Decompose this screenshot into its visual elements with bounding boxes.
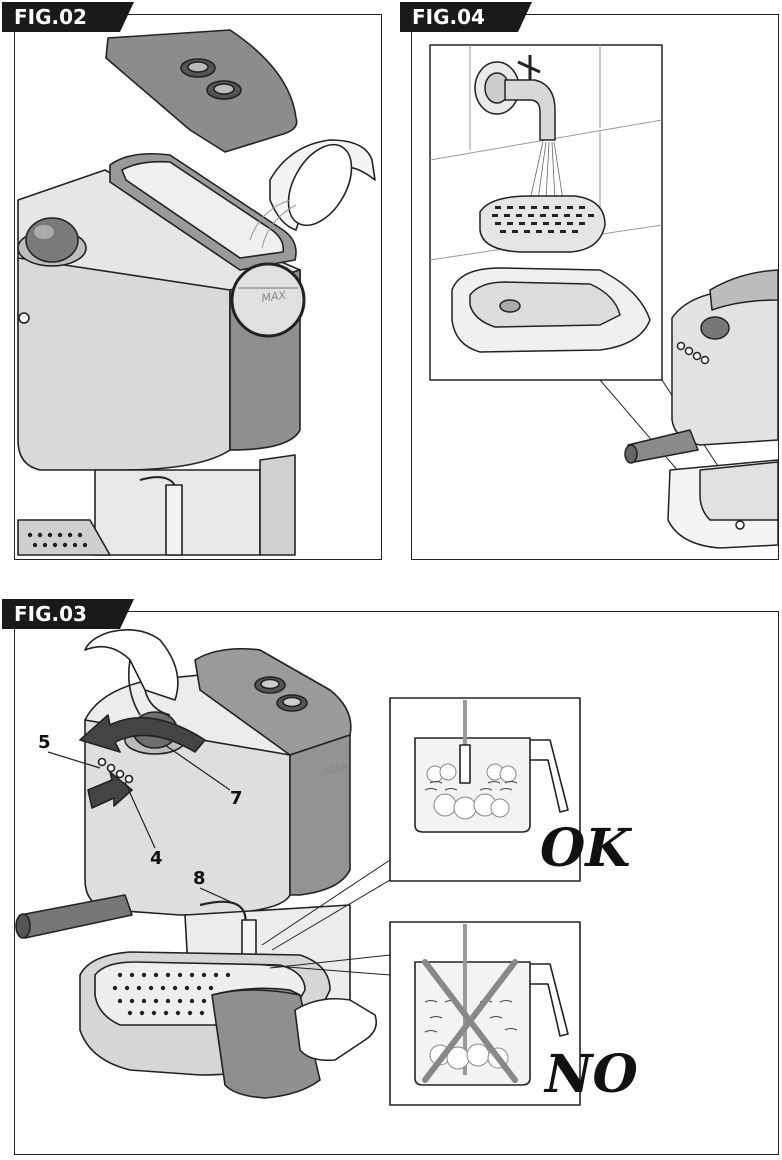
callout-8: 8	[193, 868, 206, 889]
fig04-cleaning-illustration	[429, 44, 778, 549]
callout-7: 7	[230, 788, 243, 809]
fig03-tag: FIG.03	[2, 599, 134, 629]
fig03-machine-illustration	[15, 629, 581, 1106]
water-tank-lid	[105, 29, 298, 153]
no-label: NO	[543, 1044, 638, 1105]
fig03-max-mark: MAX	[323, 761, 350, 778]
milk-jug	[211, 987, 321, 1099]
callout-5: 5	[38, 732, 51, 753]
ok-label: OK	[540, 818, 632, 879]
callout-4: 4	[150, 848, 163, 869]
tank-cover	[194, 647, 352, 756]
fig02-tag: FIG.02	[2, 2, 134, 32]
fig04-tag: FIG.04	[400, 2, 532, 32]
no-cross-mark	[422, 959, 518, 1083]
fig02-max-mark: MAX	[261, 289, 288, 305]
fig02-machine-illustration	[17, 29, 376, 556]
